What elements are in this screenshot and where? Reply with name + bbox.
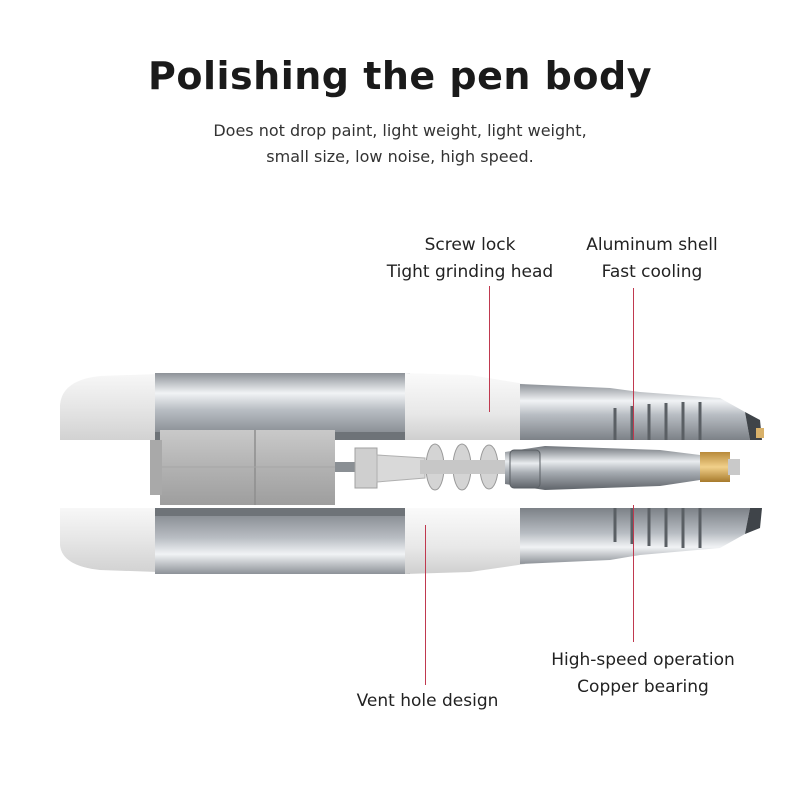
inner-mechanism <box>150 430 740 505</box>
pen-bottom-half <box>60 508 762 574</box>
leader-line-vent-hole <box>425 525 426 685</box>
callout-screw-lock-line-2: Tight grinding head <box>386 262 554 282</box>
callout-aluminum-shell-line-2: Fast cooling <box>601 262 703 282</box>
white-body-bottom <box>405 508 525 574</box>
page-title: Polishing the pen body <box>148 54 652 98</box>
callout-high-speed: High-speed operation Copper bearing <box>538 647 748 701</box>
subtitle-line-2: small size, low noise, high speed. <box>266 147 534 166</box>
spindle-bearing <box>505 446 700 490</box>
page-subtitle: Does not drop paint, light weight, light… <box>0 118 800 170</box>
callout-vent-hole-line-1: Vent hole design <box>356 691 499 711</box>
leader-line-high-speed <box>633 505 634 642</box>
grip-bottom <box>520 508 750 564</box>
callout-vent-hole: Vent hole design <box>345 688 510 715</box>
white-body-top <box>405 373 525 440</box>
leader-line-screw-lock <box>489 286 490 412</box>
subtitle-line-1: Does not drop paint, light weight, light… <box>213 121 587 140</box>
callout-aluminum-shell-line-1: Aluminum shell <box>586 235 718 255</box>
callout-screw-lock-line-1: Screw lock <box>424 235 516 255</box>
callout-aluminum-shell: Aluminum shell Fast cooling <box>572 232 732 286</box>
aluminum-shell-top <box>155 373 410 440</box>
callout-screw-lock: Screw lock Tight grinding head <box>380 232 560 286</box>
grip-grooves-top <box>613 402 702 440</box>
copper-bearing <box>700 452 730 482</box>
aluminum-shell-bottom <box>155 508 410 574</box>
end-cap-bottom <box>60 508 158 572</box>
callout-high-speed-line-2: Copper bearing <box>577 677 709 697</box>
grip-top <box>520 384 750 440</box>
leader-line-aluminum-shell <box>633 288 634 440</box>
grip-grooves-bottom <box>613 508 702 548</box>
end-cap-top <box>60 374 158 440</box>
pen-top-half <box>60 373 764 440</box>
coupling <box>354 447 378 489</box>
callout-high-speed-line-1: High-speed operation <box>551 650 735 670</box>
motor-shaft <box>335 462 360 472</box>
